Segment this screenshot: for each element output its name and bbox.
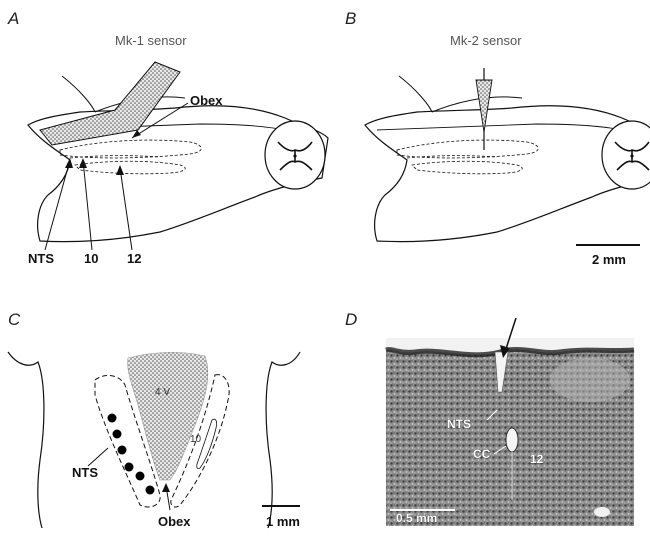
panel-b-letter: B [345, 9, 356, 28]
label-12-a: 12 [127, 251, 141, 266]
label-10-a: 10 [84, 251, 98, 266]
panel-a-title: Mk-1 sensor [115, 33, 187, 48]
track-dot [135, 471, 145, 481]
scalebar-b-label: 2 mm [592, 252, 626, 267]
panel-a-letter: A [7, 9, 19, 28]
label-10-c: 10 [190, 434, 202, 445]
track-dot [124, 462, 134, 472]
scalebar-d-label: 0.5 mm [396, 511, 437, 525]
mk1-sensor-probe [39, 61, 181, 146]
panel-b-title: Mk-2 sensor [450, 33, 522, 48]
medulla-outline-c [7, 351, 301, 529]
fourth-ventricle [127, 352, 209, 481]
label-obex-c: Obex [158, 514, 191, 529]
label-obex-a: Obex [190, 93, 223, 108]
track-dot [112, 429, 122, 439]
cord-section-b [601, 120, 650, 190]
brainstem-outline-a [27, 105, 329, 243]
panel-c-letter: C [8, 310, 21, 329]
track-dot [145, 485, 155, 495]
nucleus-outline-a [59, 139, 202, 159]
panel-d-letter: D [345, 310, 357, 329]
track-dot [107, 413, 117, 423]
panel-d: D NTS CC 12 0.5 mm [345, 310, 635, 526]
label-4v: 4 V [155, 387, 170, 398]
panel-a: A Mk-1 sensor Obex NTS 10 12 [7, 9, 329, 266]
histology-micrograph [385, 338, 635, 526]
label-cc-d: CC [473, 447, 491, 461]
label-12-d: 12 [530, 452, 544, 466]
scalebar-c-label: 1 mm [266, 514, 300, 529]
panel-c: C 4 V 10 NTS Obex 1 mm [7, 310, 301, 529]
central-canal [505, 427, 519, 453]
panel-b: B Mk-2 sensor 2 mm [345, 9, 650, 267]
track-arrowhead [500, 345, 510, 358]
nts-region-right [170, 374, 230, 508]
label-nts-d: NTS [447, 417, 471, 431]
label-nts-a: NTS [28, 251, 54, 266]
brainstem-outline-b [364, 105, 650, 243]
nts-region-left [94, 374, 161, 508]
track-dot [117, 445, 127, 455]
electrode-track-dots [107, 413, 155, 495]
mk2-sensor-probe [475, 79, 493, 133]
label-nts-c: NTS [72, 465, 98, 480]
